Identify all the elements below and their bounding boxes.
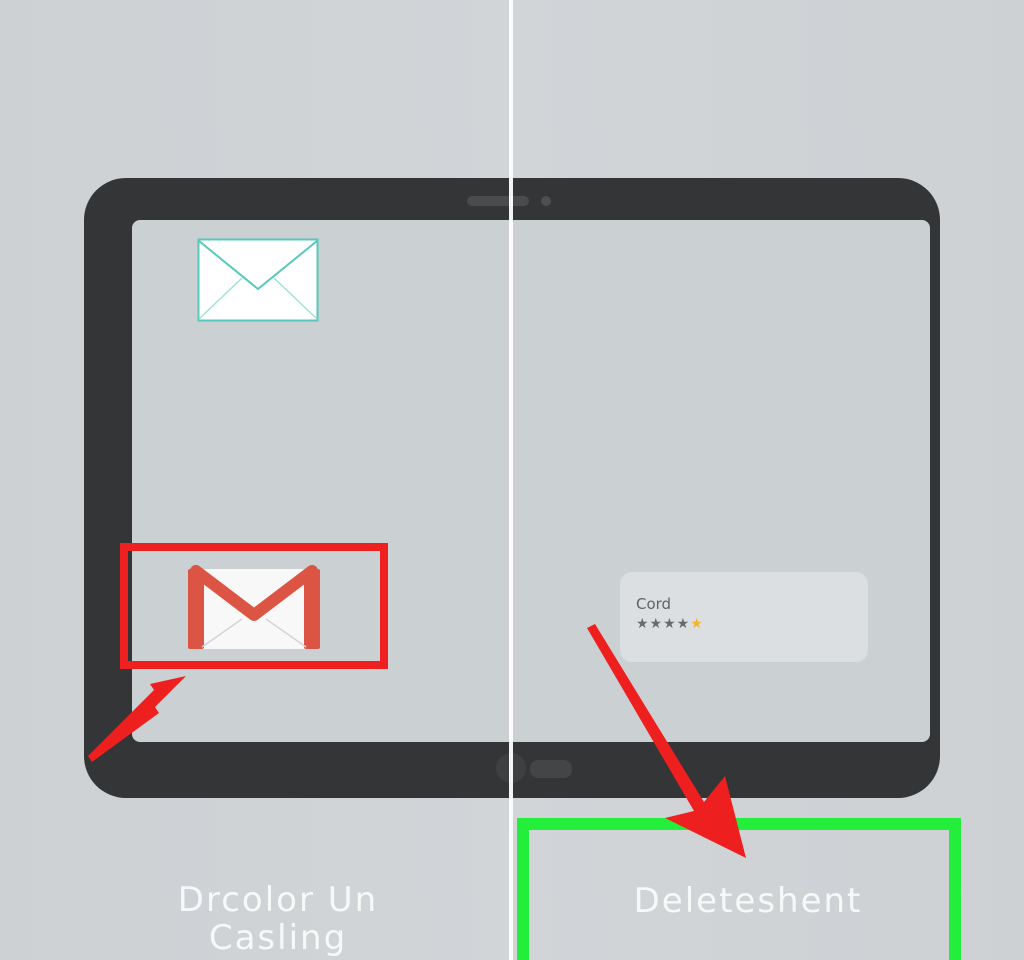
card-title: Cord — [636, 595, 672, 613]
dark-stars: ★★★★ — [636, 616, 691, 632]
left-caption: Drcolor Un Casling — [78, 881, 478, 957]
gmail-highlight-box — [120, 543, 388, 669]
camera-dot — [541, 196, 551, 206]
gmail-icon[interactable] — [180, 563, 328, 653]
home-indicator — [530, 760, 572, 778]
left-caption-line-2: Casling — [208, 918, 348, 958]
right-caption: Deleteshent — [633, 881, 863, 921]
gold-star-icon: ★ — [690, 616, 704, 632]
speaker-slot — [467, 196, 529, 206]
split-divider — [509, 0, 513, 960]
rating-card[interactable]: Cord ★★★★★ — [620, 572, 868, 662]
mail-icon[interactable] — [197, 238, 319, 322]
left-caption-line-1: Drcolor Un — [177, 880, 379, 920]
star-rating: ★★★★★ — [636, 617, 704, 631]
